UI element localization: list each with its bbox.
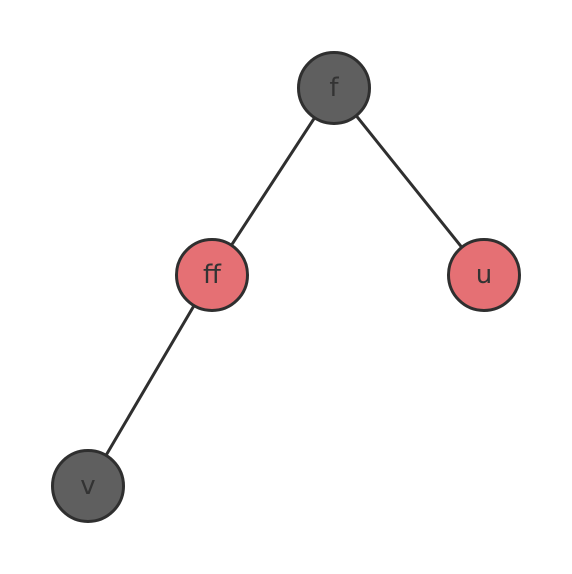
tree-node-u: u xyxy=(447,238,521,312)
tree-node-v: v xyxy=(51,449,125,523)
node-label-v: v xyxy=(80,471,96,501)
edge-ff-v xyxy=(86,274,214,487)
node-label-f: f xyxy=(329,73,339,103)
node-label-u: u xyxy=(475,260,493,290)
tree-node-f: f xyxy=(297,51,371,125)
edge-f-u xyxy=(332,87,486,276)
node-label-ff: ff xyxy=(203,260,221,290)
tree-node-ff: ff xyxy=(175,238,249,312)
